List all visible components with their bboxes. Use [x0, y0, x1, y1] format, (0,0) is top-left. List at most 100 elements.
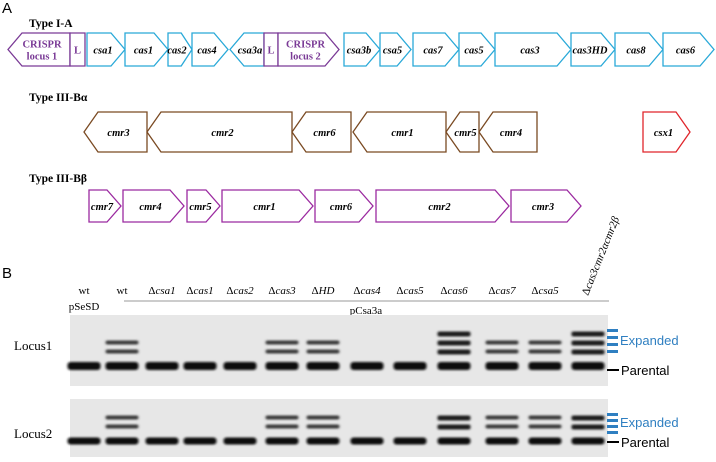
expanded-band-r2-lane6-1 [266, 416, 299, 420]
expanded-tick-locus2-3 [607, 425, 618, 428]
parental-band-r1-lane2 [106, 362, 139, 370]
parental-band-r2-lane1 [68, 438, 101, 445]
parental-label-locus1: Parental [621, 363, 670, 378]
gel-locus2 [68, 399, 609, 457]
expanded-band-r2-lane12-1 [529, 416, 562, 420]
expanded-band-r1-lane10-3 [438, 350, 471, 355]
gene-label-cmr2: cmr2 [428, 202, 451, 213]
panel-a-letter: A [2, 0, 12, 17]
gel-locus2-background [70, 399, 608, 457]
lane-label-7: ΔHD [312, 285, 335, 297]
gene-label-l: L [267, 46, 274, 57]
type-iii-bb-operon: cmr7cmr4cmr5cmr1cmr6cmr2cmr3 [89, 190, 581, 222]
parental-band-r1-lane1 [68, 362, 101, 370]
lane-label-10: Δcas6 [440, 285, 468, 297]
parental-band-r1-lane11 [486, 362, 519, 370]
parental-band-r2-lane11 [486, 438, 519, 445]
parental-band-r1-lane6 [266, 362, 299, 370]
panel-b-letter: B [2, 265, 12, 282]
expanded-band-r1-lane2-1 [106, 341, 139, 345]
parental-band-r2-lane6 [266, 438, 299, 445]
expanded-band-r2-lane11-2 [486, 425, 519, 429]
parental-band-r1-lane3 [146, 362, 179, 370]
gene-label-l: L [74, 46, 81, 57]
expanded-markers [607, 329, 618, 434]
gel-locus1 [68, 315, 609, 386]
expanded-band-r2-lane13-1 [572, 416, 605, 421]
gene-label-csa3a: csa3a [238, 46, 263, 57]
parental-label-locus2: Parental [621, 435, 670, 450]
gene-label-cas7: cas7 [423, 46, 443, 57]
expanded-band-r1-lane12-2 [529, 350, 562, 354]
parental-band-r2-lane4 [184, 438, 217, 445]
parental-band-r2-lane2 [106, 438, 139, 445]
parental-band-r1-lane13 [572, 362, 605, 370]
parental-band-r2-lane8 [351, 438, 384, 445]
expanded-band-r1-lane13-3 [572, 350, 605, 355]
expanded-tick-locus2-1 [607, 413, 618, 416]
lane-label-1: wt [79, 285, 90, 297]
lane-label-9: Δcas5 [396, 285, 424, 297]
lane-label-13: Δcas3cmr2αcmr2β [580, 215, 623, 298]
expanded-band-r2-lane12-2 [529, 425, 562, 429]
lane-label-2: wt [117, 285, 128, 297]
expanded-label-locus2: Expanded [620, 415, 679, 430]
gene-label-cmr7: cmr7 [91, 202, 114, 213]
gene-label-cas4: cas4 [197, 46, 216, 57]
gene-label-csx1: csx1 [654, 128, 673, 139]
expanded-band-r1-lane11-2 [486, 350, 519, 354]
expanded-band-r2-lane7-1 [307, 416, 340, 420]
expanded-band-r1-lane12-1 [529, 341, 562, 345]
type-iii-bb-title: Type III-Bβ [29, 173, 87, 185]
expanded-tick-locus1-4 [607, 350, 618, 353]
expanded-band-r2-lane7-2 [307, 425, 340, 429]
gene-label-cas5: cas5 [464, 46, 483, 57]
gene-label-cas8: cas8 [626, 46, 646, 57]
gene-label-crispr-locus-1-line2: locus 1 [27, 52, 58, 63]
gene-label-cas1: cas1 [134, 46, 153, 57]
type-i-a-title: Type I-A [29, 18, 73, 30]
lane-label-3: Δcsa1 [148, 285, 175, 297]
locus2-row-label: Locus2 [14, 426, 52, 441]
expanded-tick-locus1-1 [607, 329, 618, 332]
gene-label-cmr5: cmr5 [189, 202, 211, 213]
parental-band-r2-lane13 [572, 438, 605, 445]
expanded-label-locus1: Expanded [620, 333, 679, 348]
expanded-band-r2-lane2-1 [106, 416, 139, 420]
gene-label-cmr3: cmr3 [532, 202, 554, 213]
gene-label-cmr2: cmr2 [211, 128, 234, 139]
parental-band-r2-lane3 [146, 438, 179, 445]
expanded-band-r2-lane2-2 [106, 425, 139, 429]
gene-label-cas3hd: cas3HD [573, 46, 608, 57]
gene-label-cmr4: cmr4 [139, 202, 161, 213]
expanded-band-r1-lane6-2 [266, 350, 299, 354]
gene-label-csa3b: csa3b [347, 46, 372, 57]
gene-label-cmr5: cmr5 [454, 128, 476, 139]
gene-label-cas3: cas3 [520, 46, 539, 57]
gene-label-cmr6: cmr6 [330, 202, 353, 213]
gene-label-cmr6: cmr6 [313, 128, 336, 139]
parental-band-r1-lane5 [224, 362, 257, 370]
expanded-band-r1-lane13-2 [572, 341, 605, 346]
expanded-band-r1-lane7-2 [307, 350, 340, 354]
expanded-band-r2-lane10-1 [438, 416, 471, 421]
parental-band-r2-lane12 [529, 438, 562, 445]
expanded-band-r1-lane13-1 [572, 332, 605, 337]
expanded-tick-locus1-2 [607, 336, 618, 339]
parental-band-r1-lane10 [438, 362, 471, 370]
parental-band-r1-lane4 [184, 362, 217, 370]
expanded-band-r2-lane13-2 [572, 425, 605, 430]
expanded-tick-locus2-4 [607, 431, 618, 434]
lane-label-1-line2: pSeSD [69, 301, 100, 313]
gene-label-cas6: cas6 [676, 46, 696, 57]
expanded-band-r2-lane11-1 [486, 416, 519, 420]
expanded-band-r1-lane10-1 [438, 332, 471, 337]
expanded-band-r1-lane6-1 [266, 341, 299, 345]
expanded-band-r1-lane10-2 [438, 341, 471, 346]
expanded-tick-locus1-3 [607, 343, 618, 346]
expanded-band-r1-lane7-1 [307, 341, 340, 345]
parental-band-r1-lane9 [394, 362, 427, 370]
